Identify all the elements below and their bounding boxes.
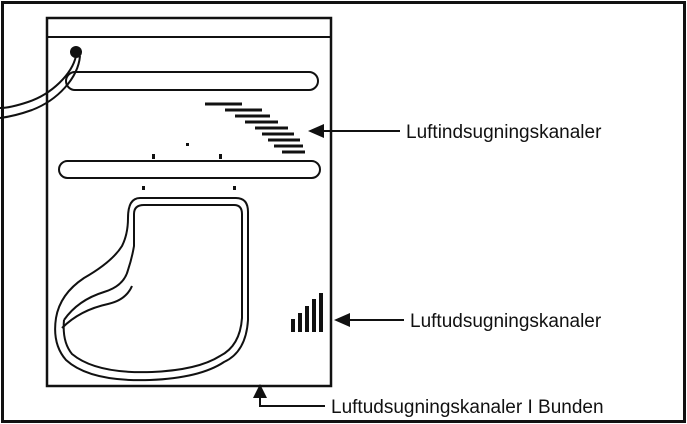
side-exhaust-vents [291, 293, 323, 332]
bag-outline [54, 197, 249, 382]
exhaust-bottom-label: Luftudsugningskanaler I Bunden [331, 397, 604, 418]
upper-slot [65, 71, 319, 91]
exhaust-side-arrow-icon [334, 313, 404, 327]
small-marks [142, 143, 236, 190]
exhaust-bottom-arrow-icon [253, 384, 325, 407]
device-body [45, 16, 333, 388]
exhaust-side-label: Luftudsugningskanaler [410, 311, 602, 332]
intake-vents [205, 102, 305, 154]
power-cord-icon [0, 46, 82, 119]
lower-slot [58, 160, 321, 179]
intake-label: Luftindsugningskanaler [406, 122, 602, 143]
intake-arrow-icon [308, 124, 400, 138]
